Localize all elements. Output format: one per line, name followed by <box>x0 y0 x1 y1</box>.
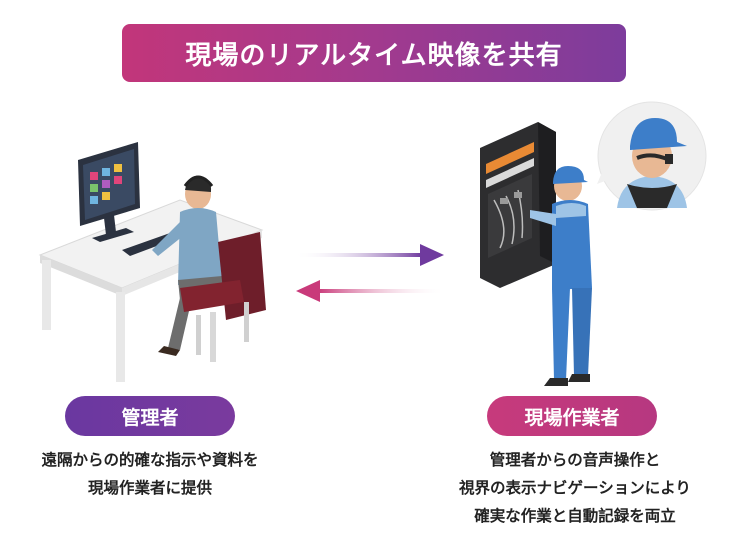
worker-desc-line: 視界の表示ナビゲーションにより <box>459 479 691 497</box>
title-banner: 現場のリアルタイム映像を共有 <box>122 24 626 82</box>
manager-desk-illustration <box>38 142 266 382</box>
exchange-arrows <box>294 244 446 302</box>
manager-label: 管理者 <box>121 406 179 429</box>
worker-desc-line: 管理者からの音声操作と <box>489 451 661 469</box>
worker-panel-illustration <box>480 122 592 386</box>
arrow-right-icon <box>294 244 444 266</box>
worker-label: 現場作業者 <box>524 406 620 429</box>
worker-label-pill: 現場作業者 <box>487 396 657 436</box>
manager-desc-line: 遠隔からの的確な指示や資料を <box>41 451 259 469</box>
manager-description: 遠隔からの的確な指示や資料を 現場作業者に提供 <box>10 446 290 502</box>
worker-description: 管理者からの音声操作と 視界の表示ナビゲーションにより 確実な作業と自動記録を両… <box>420 446 730 530</box>
manager-desc-line: 現場作業者に提供 <box>87 479 212 497</box>
worker-desc-line: 確実な作業と自動記録を両立 <box>474 507 676 525</box>
arrow-left-icon <box>296 280 446 302</box>
page-title: 現場のリアルタイム映像を共有 <box>185 40 563 71</box>
manager-label-pill: 管理者 <box>65 396 235 436</box>
worker-closeup-circle <box>597 101 707 211</box>
